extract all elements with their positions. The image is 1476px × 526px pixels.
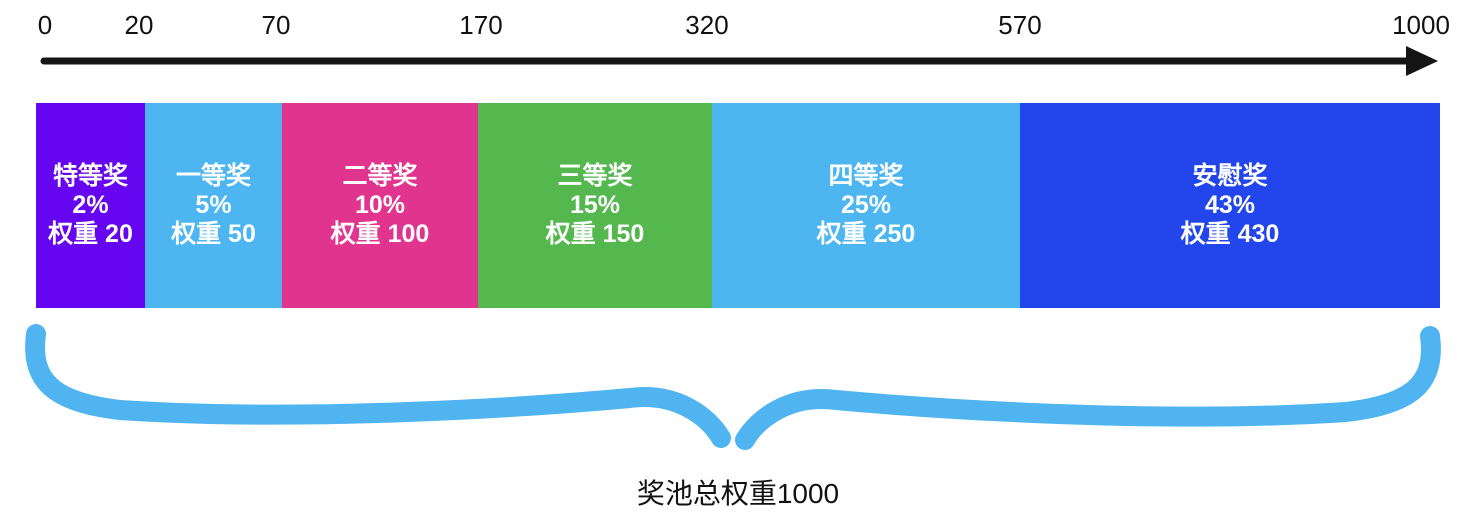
segment-percent: 2% xyxy=(72,191,109,219)
segment-name: 三等奖 xyxy=(557,162,633,190)
segment-weight-label: 权重 150 xyxy=(545,220,645,248)
segment-weight-label: 权重 100 xyxy=(330,220,430,248)
segment-weight-label: 权重 250 xyxy=(816,220,916,248)
axis-tick-label: 170 xyxy=(459,10,503,40)
segment-percent: 5% xyxy=(195,191,232,219)
axis-tick-label: 570 xyxy=(998,10,1042,40)
axis-tick-label: 70 xyxy=(261,10,291,40)
segment-name: 四等奖 xyxy=(828,162,904,190)
segment-percent: 25% xyxy=(840,191,892,219)
total-weight-label: 奖池总权重1000 xyxy=(636,478,840,509)
brace-right-half xyxy=(735,326,1441,450)
segment-name: 二等奖 xyxy=(342,162,418,190)
segment-percent: 43% xyxy=(1204,191,1256,219)
segment-weight-label: 权重 50 xyxy=(171,220,256,248)
segment-name: 特等奖 xyxy=(52,162,128,190)
axis-tick-label: 20 xyxy=(124,10,154,40)
segment-weight-label: 权重 430 xyxy=(1180,220,1280,248)
segment-percent: 15% xyxy=(569,191,621,219)
axis-arrowhead xyxy=(1406,46,1438,76)
axis-tick-label: 1000 xyxy=(1392,10,1450,40)
brace-left-half xyxy=(25,324,731,448)
segment-name: 安慰奖 xyxy=(1192,162,1268,190)
axis-tick-label: 0 xyxy=(37,10,53,40)
segment-percent: 10% xyxy=(354,191,406,219)
axis-tick-label: 320 xyxy=(685,10,729,40)
segment-name: 一等奖 xyxy=(175,162,251,190)
segment-weight-label: 权重 20 xyxy=(48,220,133,248)
